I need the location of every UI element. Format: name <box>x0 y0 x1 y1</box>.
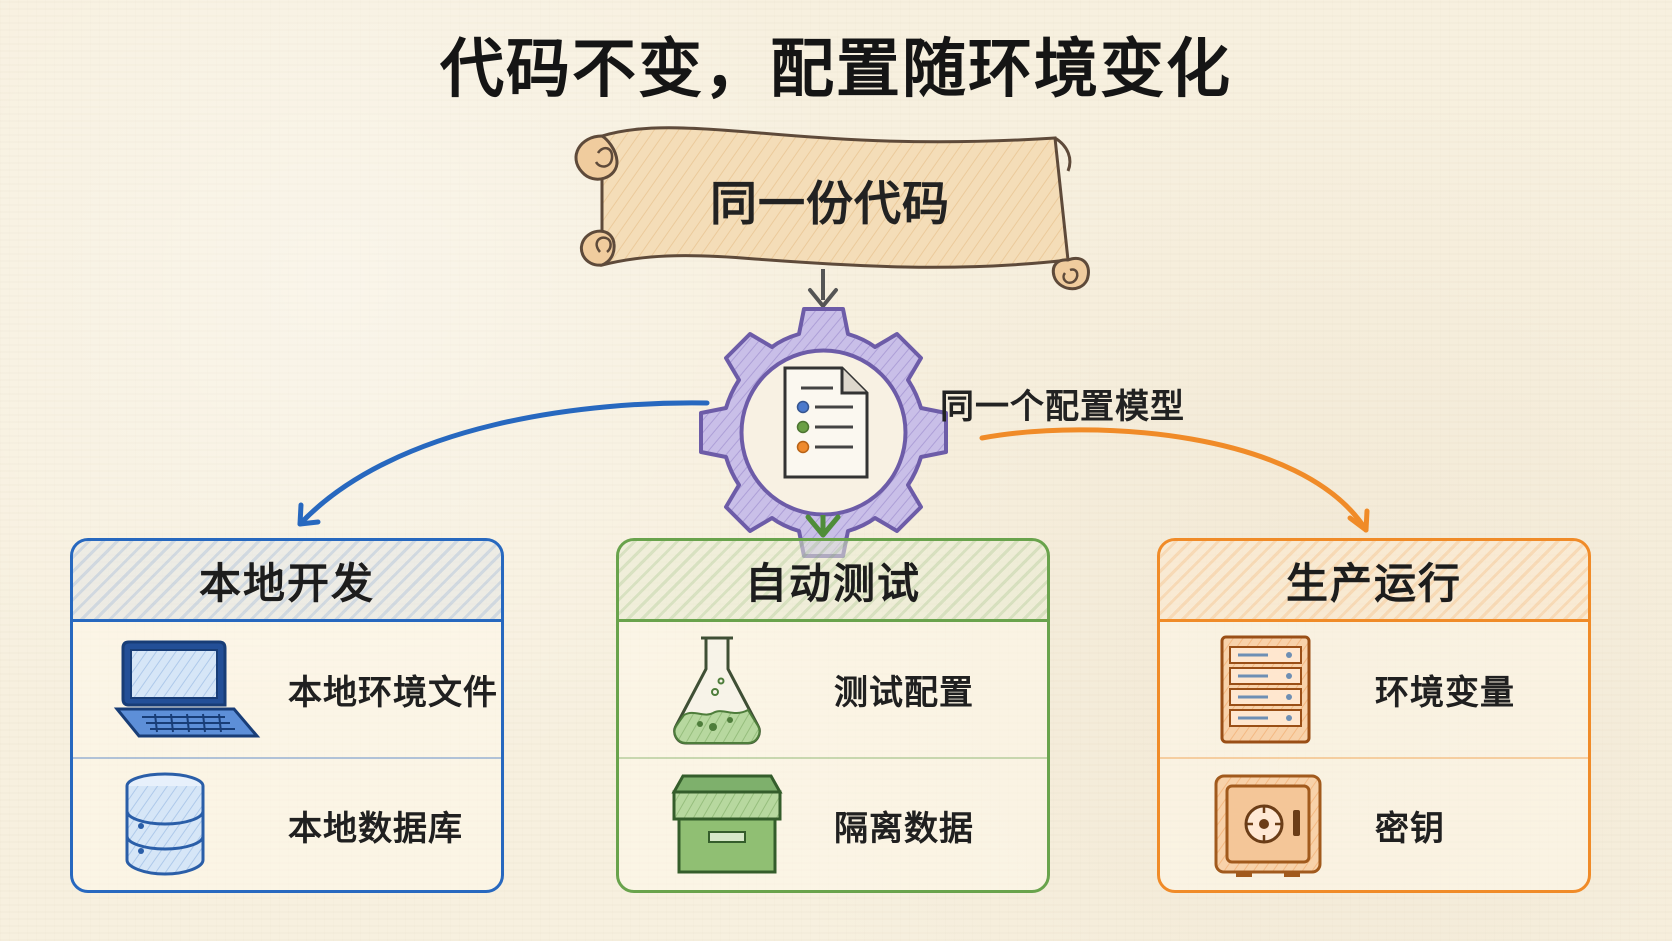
environment-card-body: 环境变量 密钥 <box>1160 622 1588 890</box>
environment-card-title: 自动测试 <box>619 541 1047 622</box>
environment-item-row: 本地数据库 <box>73 758 501 890</box>
environment-card-title: 本地开发 <box>73 541 501 622</box>
server-rack-icon <box>1220 635 1311 744</box>
environment-item-row: 密钥 <box>1160 758 1588 890</box>
environment-item-row: 本地环境文件 <box>73 622 501 758</box>
environment-card-divider <box>73 757 501 759</box>
database-icon <box>125 772 205 876</box>
environment-card-divider <box>1160 757 1588 759</box>
scroll-to-config-arrow <box>808 269 838 308</box>
source-code-label: 同一份代码 <box>710 177 950 232</box>
config-model-label: 同一个配置模型 <box>940 387 1185 427</box>
environment-item-label: 隔离数据 <box>834 809 974 849</box>
environment-card-auto-test: 自动测试 测试配置 隔离数据 <box>616 538 1050 893</box>
arrow-to-production <box>979 427 1370 533</box>
environment-item-label: 环境变量 <box>1375 673 1515 713</box>
environment-card-production: 生产运行 环境变量 <box>1157 538 1591 893</box>
environment-card-title: 生产运行 <box>1160 541 1588 622</box>
environment-item-label: 本地数据库 <box>288 809 463 849</box>
environment-item-row: 隔离数据 <box>619 758 1047 890</box>
document-icon <box>783 366 869 479</box>
environment-item-label: 测试配置 <box>834 673 974 713</box>
box-icon <box>671 774 783 874</box>
safe-icon <box>1214 774 1322 877</box>
environment-item-label: 密钥 <box>1375 809 1445 849</box>
environment-card-body: 测试配置 隔离数据 <box>619 622 1047 890</box>
environment-item-row: 环境变量 <box>1160 622 1588 758</box>
page-title: 代码不变，配置随环境变化 <box>440 33 1232 107</box>
environment-card-body: 本地环境文件 本地数据库 <box>73 622 501 890</box>
arrow-to-auto-test <box>805 514 841 538</box>
arrow-to-local-dev <box>297 400 710 527</box>
scroll-banner <box>574 126 1090 291</box>
laptop-icon <box>113 640 261 738</box>
environment-item-label: 本地环境文件 <box>288 673 498 713</box>
environment-card-divider <box>619 757 1047 759</box>
flask-icon <box>673 636 761 745</box>
environment-card-local-dev: 本地开发 本地环境文件 本地数据库 <box>70 538 504 893</box>
environment-item-row: 测试配置 <box>619 622 1047 758</box>
